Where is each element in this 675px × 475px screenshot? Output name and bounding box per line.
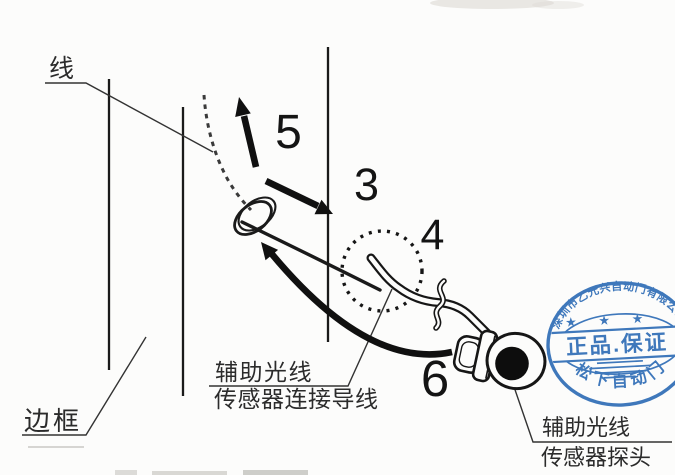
connector-wire-label-leader xyxy=(209,288,393,387)
stamp-stars: ★ ★ ★ xyxy=(565,310,653,330)
step-6-number: 6 xyxy=(421,350,449,407)
stamp-outer-ellipse xyxy=(546,281,675,407)
wire-twist-tie xyxy=(433,278,447,331)
dotted-circle-highlight xyxy=(340,229,424,313)
connector-wire-label-line2: 传感器连接导线 xyxy=(214,387,379,412)
arrow-step6-curved xyxy=(261,242,453,358)
sensor-connecting-wire xyxy=(366,253,492,338)
stamp-water-waves xyxy=(589,359,652,379)
probe-label-line1: 辅助光线 xyxy=(542,415,630,440)
wire-loop-ring xyxy=(233,196,277,236)
step-3-number: 3 xyxy=(354,159,379,210)
step-5-number: 5 xyxy=(275,106,302,159)
sensor-probe xyxy=(452,329,547,391)
probe-label-line2: 传感器探头 xyxy=(541,445,651,470)
scan-smudge-bottom xyxy=(28,446,308,475)
stamp-band-text: 正品.保证 xyxy=(565,330,668,359)
scan-smudge-top xyxy=(430,0,584,9)
wire-dashed-segment xyxy=(202,94,253,212)
probe-label-leader xyxy=(511,380,672,443)
arrowhead-down-right-icon xyxy=(314,199,333,215)
arrowhead-up-left-icon xyxy=(261,242,279,261)
probe-lens xyxy=(495,346,529,381)
frame-label: 边框 xyxy=(24,407,82,436)
frame-label-leader xyxy=(22,336,147,436)
step-4-number: 4 xyxy=(421,211,445,259)
wire-label: 线 xyxy=(49,55,74,83)
wire-label-leader xyxy=(45,82,214,153)
arrowhead-up-icon xyxy=(235,97,251,117)
arrow-step5-up xyxy=(235,97,260,168)
arrow-step3-down-right xyxy=(264,178,333,215)
connector-wire-label-line1: 辅助光线 xyxy=(215,360,313,385)
stamp-band xyxy=(547,324,675,364)
